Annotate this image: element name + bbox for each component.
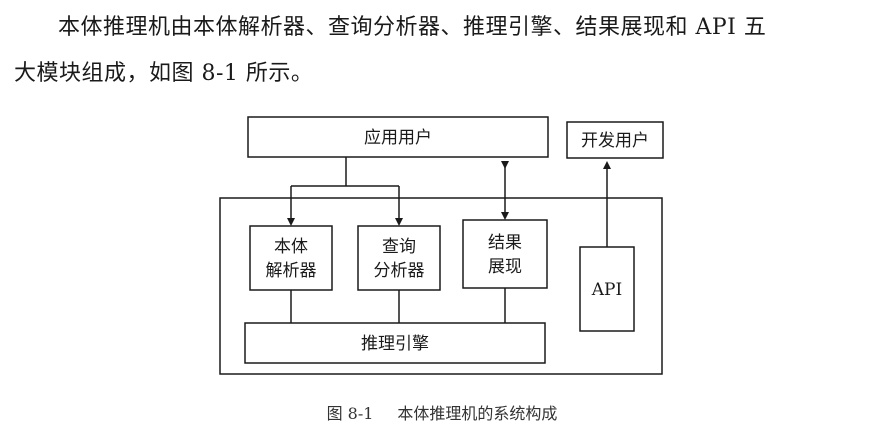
caption-number: 图 8-1 <box>326 404 374 423</box>
system-frame <box>219 197 663 375</box>
query-label-1: 查询 <box>382 237 416 257</box>
parser-label-2: 解析器 <box>266 261 317 281</box>
parser-label-1: 本体 <box>274 237 308 257</box>
engine-box <box>244 322 546 364</box>
caption-title: 本体推理机的系统构成 <box>397 404 558 423</box>
app-user-label: 应用用户 <box>364 128 432 148</box>
figure-caption: 图 8-1 本体推理机的系统构成 <box>0 404 884 424</box>
dev-user-label: 开发用户 <box>581 131 649 151</box>
dev-user-box <box>566 121 664 159</box>
body-paragraph: 本体推理机由本体解析器、查询分析器、推理引擎、结果展现和 API 五 大模块组成… <box>0 0 884 110</box>
api-label: API <box>591 280 622 300</box>
app-user-box <box>247 116 549 158</box>
paragraph-line-2: 大模块组成，如图 8-1 所示。 <box>14 61 314 86</box>
result-label-2: 展现 <box>488 257 522 277</box>
result-box <box>462 219 548 289</box>
api-box <box>579 246 635 332</box>
result-label-1: 结果 <box>488 233 522 253</box>
query-label-2: 分析器 <box>374 261 425 281</box>
paragraph-line-1: 本体推理机由本体解析器、查询分析器、推理引擎、结果展现和 API 五 <box>58 15 767 40</box>
engine-label: 推理引擎 <box>361 334 429 354</box>
